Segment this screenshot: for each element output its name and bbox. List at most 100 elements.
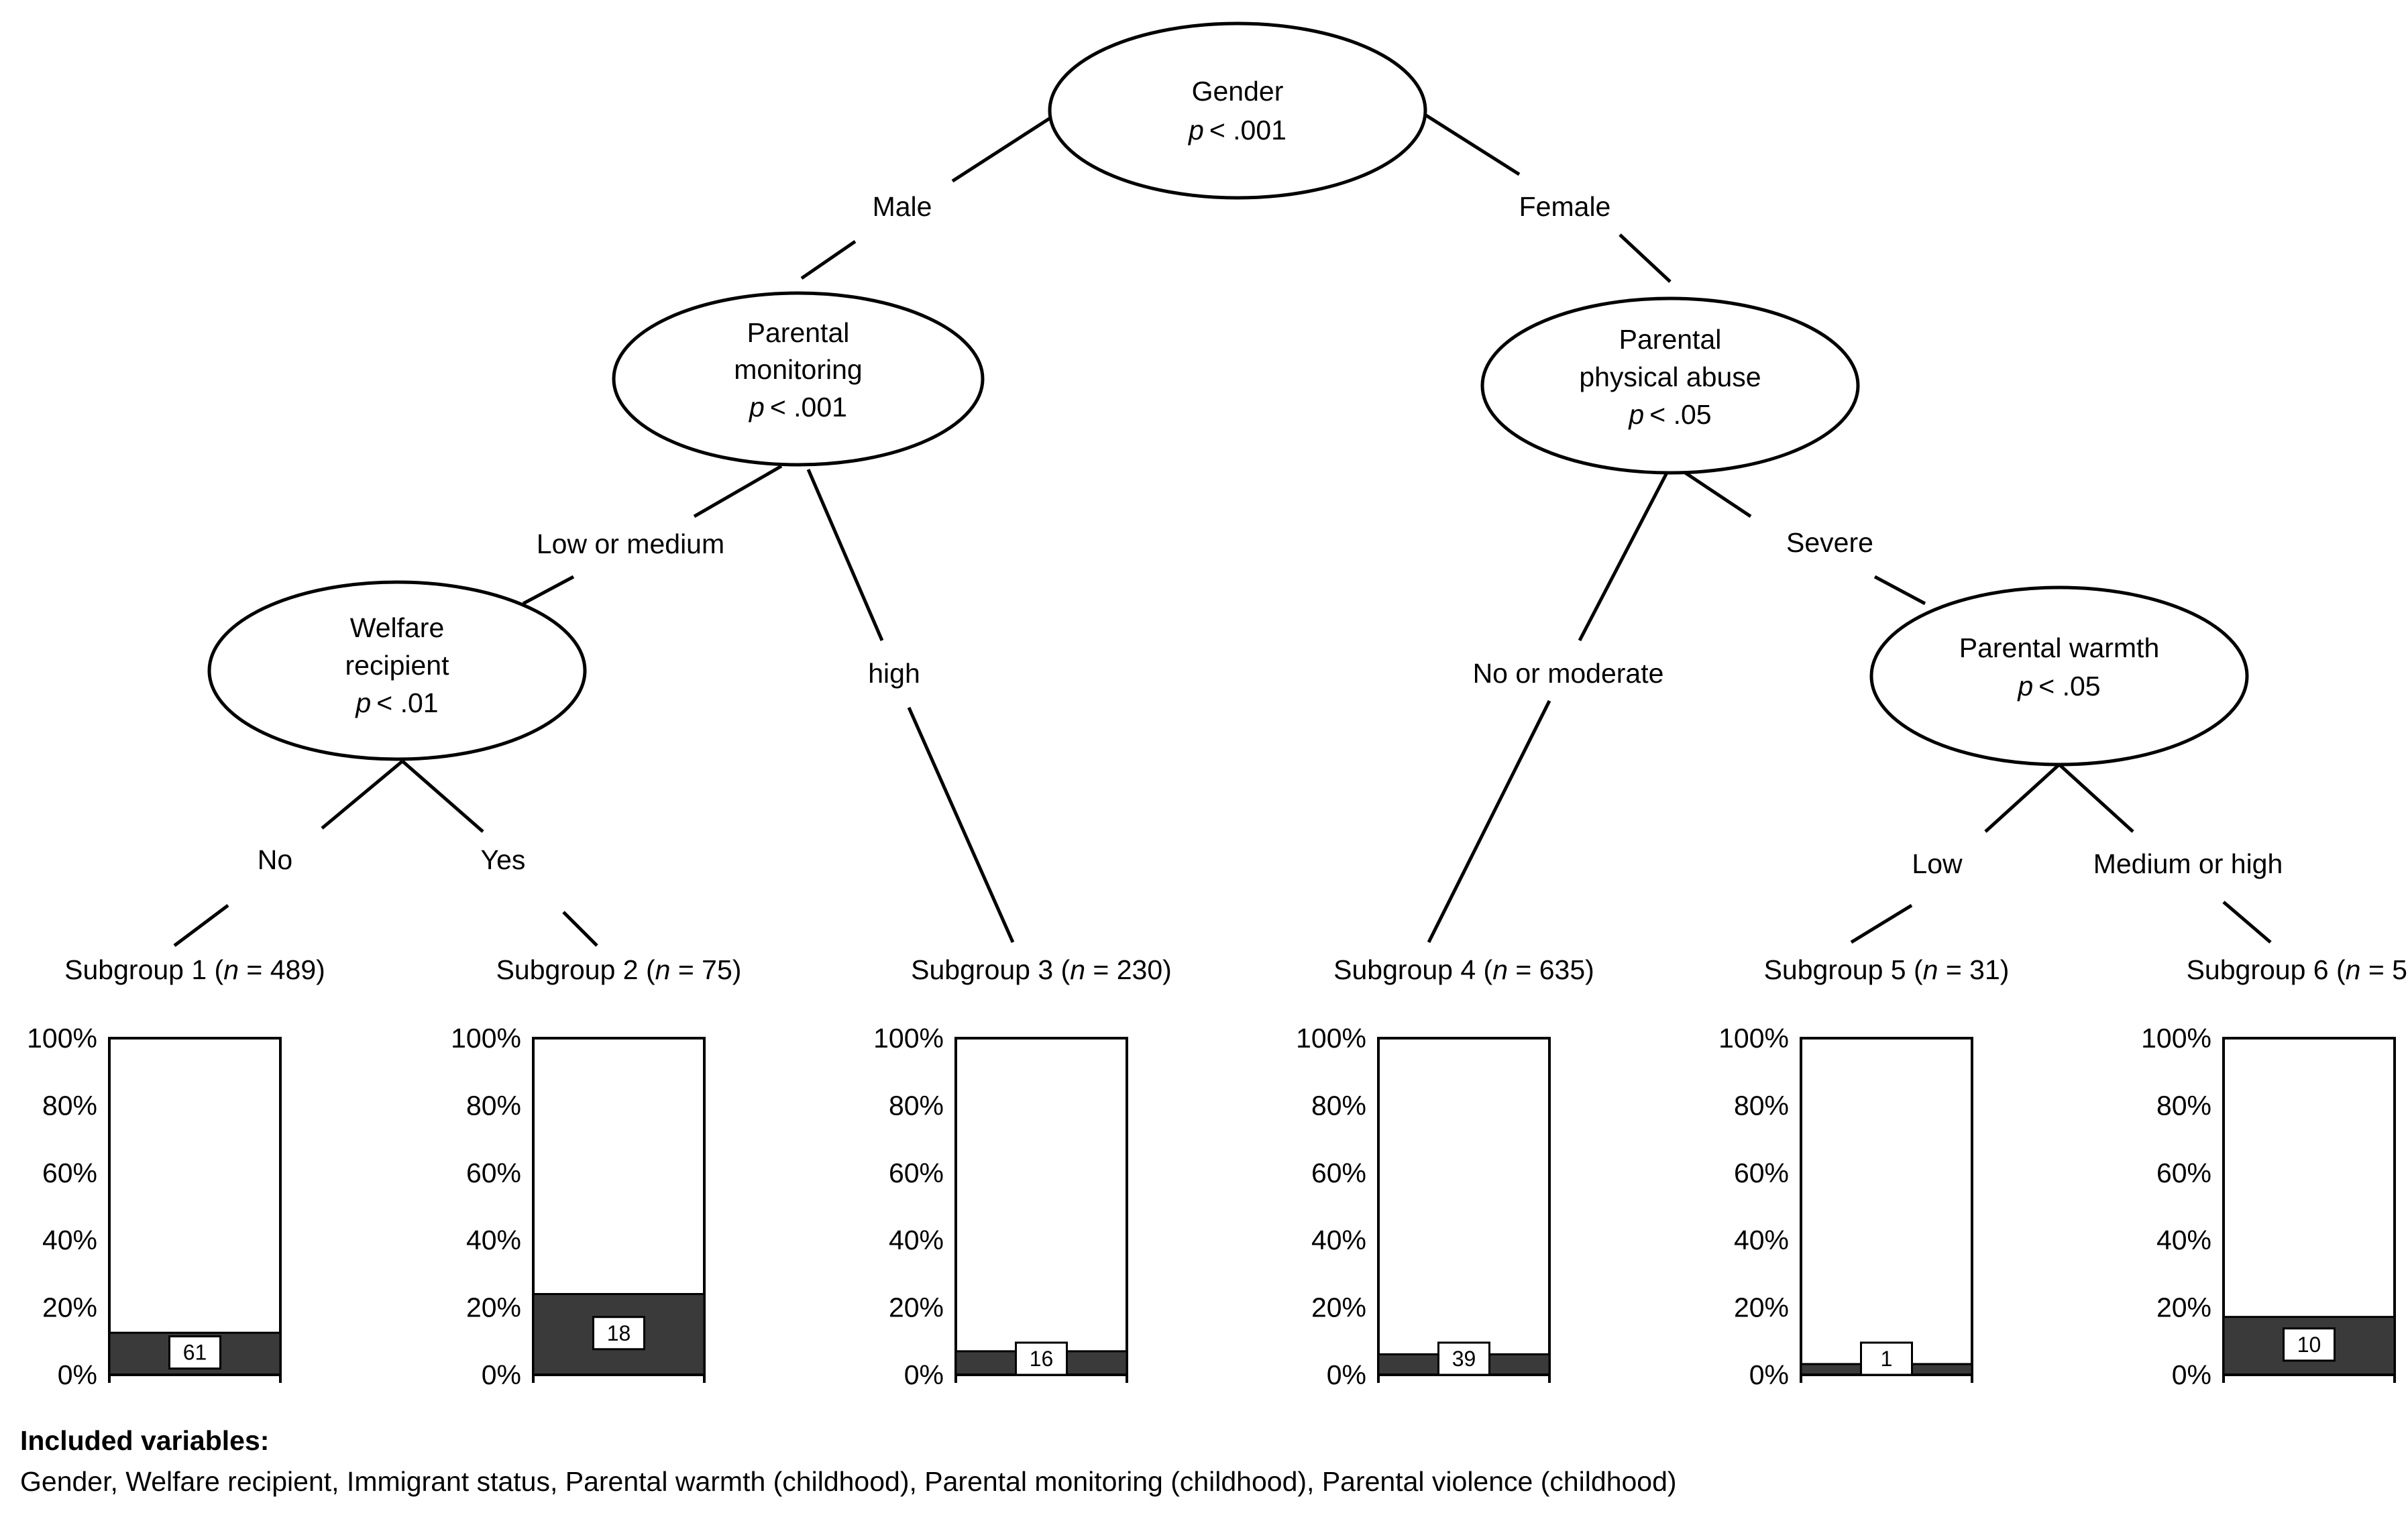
y-tick-label: 0% <box>1327 1359 1366 1390</box>
subgroup-label: Subgroup 4 ( <box>1333 954 1492 985</box>
y-tick-label: 100% <box>873 1023 944 1054</box>
y-tick-label: 0% <box>904 1359 944 1390</box>
p-symbol: p <box>2016 671 2033 701</box>
subgroup-label: Subgroup 2 ( <box>496 954 655 985</box>
svg-text:Parental: Parental <box>1619 324 1722 355</box>
plot-frame <box>108 1037 282 1376</box>
count-label: 1 <box>1881 1347 1893 1371</box>
subgroup-title: Subgroup 3 (n = 230) <box>911 954 1172 985</box>
subgroup-label: Subgroup 3 ( <box>911 954 1070 985</box>
p-symbol: p <box>354 687 371 718</box>
node-welfare-title-2: recipient <box>345 650 450 681</box>
n-symbol: n <box>1923 954 1938 985</box>
y-tick-label: 40% <box>1734 1225 1789 1255</box>
plot-frame <box>954 1037 1128 1376</box>
y-tick-label: 100% <box>2141 1023 2211 1054</box>
subgroup-n: = 489) <box>239 954 325 985</box>
y-tick-label: 60% <box>42 1158 97 1188</box>
edge-line-female-lower <box>1619 233 1672 283</box>
count-box <box>1015 1341 1068 1376</box>
count-box <box>592 1316 645 1351</box>
edge-label-low-or-medium: Low or medium <box>537 528 724 559</box>
node-monitoring-title-2: monitoring <box>734 354 862 385</box>
edge-line-high-lower <box>907 706 1015 944</box>
y-tick-label: 80% <box>1311 1090 1366 1121</box>
y-tick-label: 40% <box>1311 1225 1366 1255</box>
node-welfare-title-1: Welfare <box>350 612 445 643</box>
edge-line-medium-high-lower <box>2222 901 2272 944</box>
subgroup-title: Subgroup 4 (n = 635) <box>1333 954 1594 985</box>
edge-line-low-medium-lower <box>522 575 575 606</box>
count-label: 61 <box>183 1341 207 1365</box>
edge-line-female-upper <box>1417 109 1521 176</box>
y-tick-label: 20% <box>889 1292 944 1323</box>
svg-text:monitoring: monitoring <box>734 354 862 385</box>
edge-line-no-moderate-lower <box>1427 699 1551 944</box>
y-tick-label: 40% <box>42 1225 97 1255</box>
y-tick-label: 0% <box>58 1359 97 1390</box>
y-tick-label: 80% <box>42 1090 97 1121</box>
y-tick-label: 60% <box>466 1158 521 1188</box>
edge-line-low-lower <box>1850 903 1913 944</box>
y-tick-label: 80% <box>2156 1090 2211 1121</box>
y-tick-label: 80% <box>466 1090 521 1121</box>
edge-line-high-upper <box>806 469 884 641</box>
n-symbol: n <box>1070 954 1085 985</box>
subgroup-label: Subgroup 1 ( <box>64 954 223 985</box>
y-tick-label: 20% <box>1311 1292 1366 1323</box>
svg-text:Welfare: Welfare <box>350 612 445 643</box>
n-symbol: n <box>2346 954 2361 985</box>
svg-text:p< .05: p< .05 <box>1627 399 1711 430</box>
node-monitoring-title-1: Parental <box>747 317 850 348</box>
edge-line-no-moderate-upper <box>1578 471 1669 642</box>
y-tick-label: 0% <box>2172 1359 2211 1390</box>
n-symbol: n <box>223 954 239 985</box>
y-tick-label: 80% <box>889 1090 944 1121</box>
subgroup-title: Subgroup 6 (n = 58) <box>2187 954 2408 985</box>
y-tick-label: 20% <box>42 1292 97 1323</box>
y-tick-label: 80% <box>1734 1090 1789 1121</box>
n-symbol: n <box>655 954 671 985</box>
y-tick-label: 60% <box>1734 1158 1789 1188</box>
edge-label-severe: Severe <box>1786 527 1873 558</box>
count-box <box>2283 1327 2336 1362</box>
svg-text:p< .01: p< .01 <box>354 687 438 718</box>
node-gender: Gender p< .001 <box>1048 21 1427 200</box>
edge-label-high: high <box>868 658 920 689</box>
y-tick-label: 0% <box>1749 1359 1789 1390</box>
n-symbol: n <box>1492 954 1508 985</box>
p-symbol: p <box>1627 399 1644 430</box>
node-gender-title: Gender <box>1192 76 1284 107</box>
count-label: 18 <box>607 1321 631 1345</box>
edge-line-no-upper <box>321 760 404 830</box>
y-tick-label: 20% <box>466 1292 521 1323</box>
included-variables-list: Gender, Welfare recipient, Immigrant sta… <box>20 1466 1677 1497</box>
p-symbol: p <box>1187 115 1204 146</box>
node-parental-warmth: Parental warmth p< .05 <box>1869 585 2249 767</box>
edge-label-medium-or-high: Medium or high <box>2093 848 2283 879</box>
subgroup-label: Subgroup 5 ( <box>1764 954 1923 985</box>
node-parental-monitoring: Parental monitoring p< .001 <box>612 291 985 467</box>
svg-text:p< .001: p< .001 <box>1187 115 1287 146</box>
edge-line-yes-lower <box>562 911 598 947</box>
subgroup-title: Subgroup 1 (n = 489) <box>64 954 325 985</box>
node-welfare-recipient: Welfare recipient p< .01 <box>207 580 587 761</box>
subgroup-n: = 635) <box>1508 954 1594 985</box>
node-welfare-p: < .01 <box>376 687 438 718</box>
count-box <box>1860 1341 1913 1376</box>
y-tick-label: 100% <box>1718 1023 1789 1054</box>
y-tick-label: 0% <box>482 1359 521 1390</box>
subgroup-chart: Subgroup 5 (n = 31)0%20%40%60%80%100%1 <box>1718 954 2009 1390</box>
edge-line-yes-upper <box>401 760 484 833</box>
y-tick-label: 40% <box>889 1225 944 1255</box>
svg-text:Parental warmth: Parental warmth <box>1959 632 2160 663</box>
svg-text:Gender: Gender <box>1192 76 1284 107</box>
y-tick-label: 100% <box>1296 1023 1366 1054</box>
y-tick-label: 40% <box>466 1225 521 1255</box>
edge-label-no: No <box>258 844 292 875</box>
edge-line-low-medium-upper <box>693 464 783 518</box>
node-parental-physical-abuse: Parental physical abuse p< .05 <box>1480 296 1860 475</box>
plot-frame <box>1800 1037 1973 1376</box>
y-tick-label: 20% <box>2156 1292 2211 1323</box>
